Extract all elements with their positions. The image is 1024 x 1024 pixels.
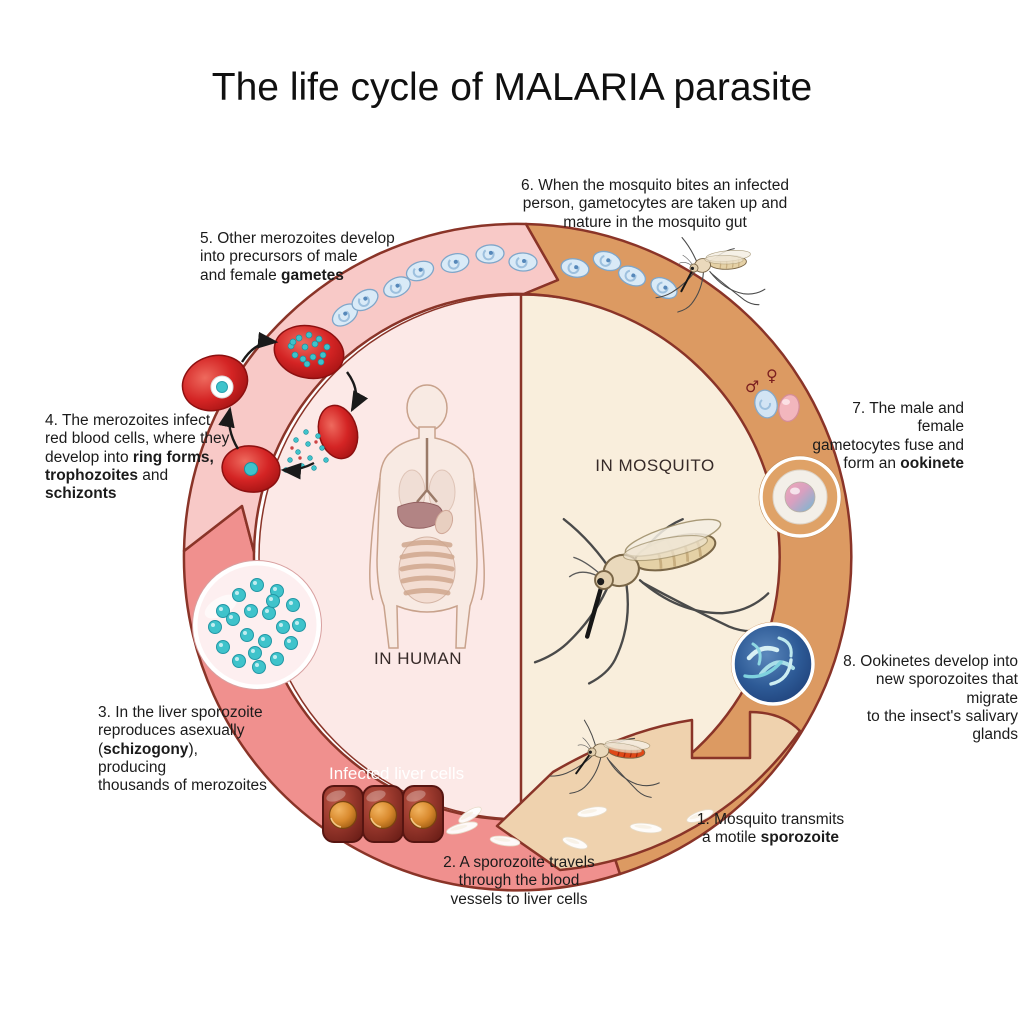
step-8-line3: to the insect's salivary glands [866,707,1018,744]
skin-patch-arrow [495,710,802,872]
step-2-label: 2. A sporozoite travels through the bloo… [424,854,614,909]
step-4-line4a: and [138,466,169,484]
step-1-bold: sporozoite [760,829,839,847]
gametocyte-cell-icon [592,250,622,272]
step-3-line4: thousands of merozoites [98,777,267,795]
gametocyte-cell-icon [383,276,411,298]
sporozoite-icon [446,821,478,835]
male-symbol-icon: ♂ [745,377,759,396]
step-2-line3: vessels to liver cells [450,890,588,908]
step-1-label: 1. Mosquito transmits a motile sporozoit… [683,811,858,848]
mosquito-biting-illustration [549,719,660,798]
step-8-line2: new sporozoites that migrate [875,671,1018,707]
step-1-line2: a motile [702,829,761,847]
sporozoite-icon [562,836,588,850]
sporozoite-icon [576,806,608,818]
step-5-line3a: and female [200,266,281,284]
step-3-line3a: ( [98,740,104,758]
step-4-label: 4. The merozoites infect red blood cells… [45,412,241,503]
liver-cells-icon [322,785,444,843]
step-3-line3b: ), producing [98,740,198,776]
liver-cell-icon [362,785,404,843]
step-3-bold: schizogony [103,740,189,758]
mosquito-large-illustration [533,517,770,685]
male-female-gametocytes-icon: ♂ ♀ [745,366,800,423]
step-6-line2: person, gametocytes are taken up and [522,195,788,213]
in-human-label: IN HUMAN [373,649,463,668]
rbc-cycle-icons [181,324,369,493]
sporozoite-icon [686,809,714,823]
step-4-line2: red blood cells, where they [45,430,230,448]
step-3-label: 3. In the liver sporozoite reproduces as… [98,704,268,795]
step-4-bold2: trophozoites [45,466,138,484]
mosquito-top-illustration [655,236,766,313]
sporozoite-icon [489,835,521,847]
in-mosquito-label: IN MOSQUITO [595,456,715,475]
liver-cell-icon [402,785,444,843]
step-3-line2: reproduces asexually [98,722,245,740]
step-1-line1: 1. Mosquito transmits [696,811,845,828]
step-6-line3: mature in the mosquito gut [563,213,747,231]
page-title: The life cycle of MALARIA parasite [211,66,813,109]
step-5-line2: into precursors of male [200,248,358,266]
merozoites-circle-icon [192,560,322,690]
female-symbol-icon: ♀ [766,366,778,385]
gametocyte-cell-icon [331,303,359,327]
gametocyte-cells-band [331,244,678,327]
step-2-line2: through the blood [458,872,580,890]
step-4-line1: 4. The merozoites infect [45,412,211,429]
step-8-line1: 8. Ookinetes develop into [843,653,1018,670]
human-figure [369,384,485,649]
step-5-label: 5. Other merozoites develop into precurs… [200,230,400,285]
salivary-glands-icon [730,621,816,707]
gametocyte-cell-icon [475,244,505,264]
ring-segment-mosquito-orange [522,222,853,876]
step-6-line1: 6. When the mosquito bites an infected [521,177,789,194]
cycle-arrows [218,331,369,480]
sporozoite-icon [458,806,482,824]
step-7-bold: ookinete [900,454,964,472]
infected-liver-cells-label: Infected liver cells [329,764,465,783]
step-5-bold: gametes [281,266,344,284]
step-5-line1: 5. Other merozoites develop [200,230,395,247]
step-7-line3a: form an [843,454,901,472]
step-4-line3a: develop into [45,448,133,466]
gametocyte-cell-icon [560,258,590,278]
sporozoite-icon [629,822,663,834]
step-4-bold1: ring forms, [132,448,214,466]
step-2-line1: 2. A sporozoite travels [443,854,595,871]
step-7-line2: gametocytes fuse and [812,436,964,454]
step-4-bold3: schizonts [45,485,117,503]
sporozoite-worms [446,806,714,850]
gametocyte-cell-icon [405,260,435,282]
gametocyte-cell-icon [617,265,647,287]
ookinete-icon [758,455,842,539]
step-6-label: 6. When the mosquito bites an infected p… [505,177,805,232]
liver-cell-icon [322,785,364,843]
step-7-line1: 7. The male and female [852,400,964,436]
gametocyte-cell-icon [351,288,379,312]
gametocyte-cell-icon [440,253,470,273]
step-3-line1: 3. In the liver sporozoite [98,704,263,721]
gametocyte-cell-icon [508,252,538,272]
step-7-label: 7. The male and female gametocytes fuse … [806,400,964,473]
step-8-label: 8. Ookinetes develop into new sporozoite… [826,653,1018,744]
